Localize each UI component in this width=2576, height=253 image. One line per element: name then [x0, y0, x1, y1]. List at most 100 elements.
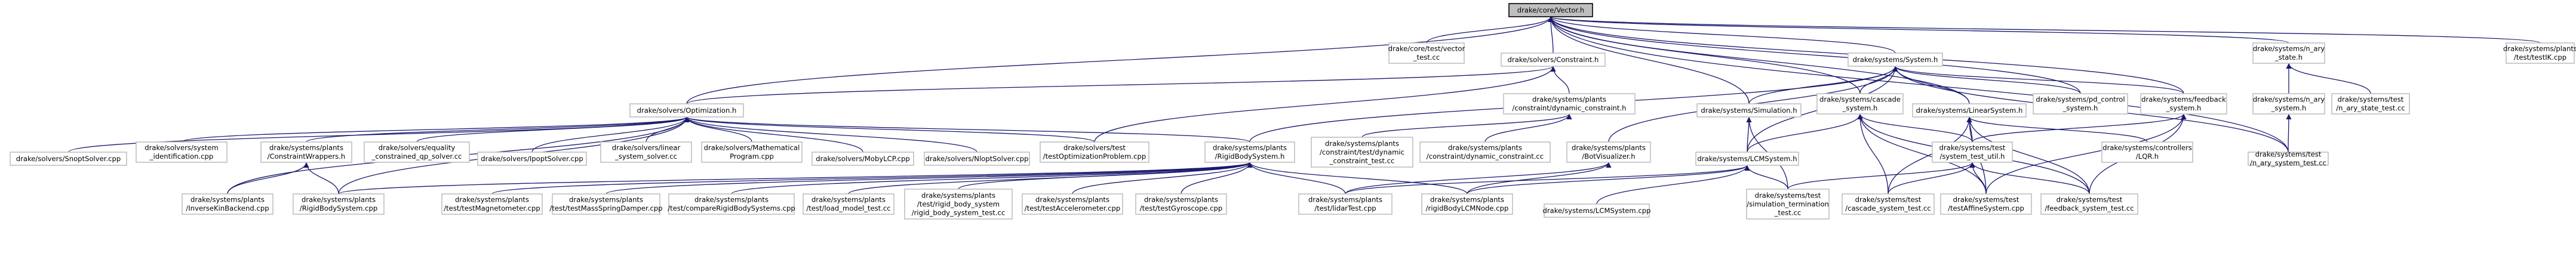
node-n-ary-system-test[interactable]: drake/systems/test/n_ary_system_test.cc [2248, 150, 2329, 168]
node-inverse-kin-backend[interactable]: drake/systems/plants/InverseKinBackend.c… [182, 193, 273, 215]
node-linear-system-solver[interactable]: drake/solvers/linear_system_solver.cc [600, 141, 692, 163]
node-rigid-body-system-cpp[interactable]: drake/systems/plants/RigidBodySystem.cpp [293, 193, 385, 215]
node-test-accelerometer[interactable]: drake/systems/plants/test/testAccelerome… [1022, 193, 1123, 215]
node-label-line: drake/systems/test [2255, 150, 2322, 159]
edge-constraint_wrappers-to-rigid_body_system_cpp [303, 162, 339, 195]
edge-system_test_util_h-to-simulation_termination_test [1787, 162, 1975, 190]
node-cascade-system-test[interactable]: drake/systems/test/cascade_system_test.c… [1842, 193, 1935, 215]
node-simulation-h[interactable]: drake/systems/Simulation.h [1696, 103, 1802, 118]
node-label-line: drake/systems/System.h [1853, 55, 1938, 64]
node-dynamic-constraint-test[interactable]: drake/systems/plants/constraint/test/dyn… [1311, 137, 1413, 168]
node-test-lidar[interactable]: drake/systems/plants/test/lidarTest.cpp [1298, 193, 1392, 215]
node-equality-qp[interactable]: drake/solvers/equality_constrained_qp_so… [364, 141, 470, 163]
node-system-test-util-h[interactable]: drake/systems/test/system_test_util.h [1932, 141, 2013, 163]
node-optimization-h[interactable]: drake/solvers/Optimization.h [629, 103, 744, 118]
node-n-ary-system-h[interactable]: drake/systems/n_ary_system.h [2252, 93, 2325, 115]
node-label-line: drake/systems/plants [1532, 95, 1606, 104]
node-feedback-system-test[interactable]: drake/systems/test/feedback_system_test.… [2040, 193, 2138, 215]
node-label-line: drake/core/Vector.h [1517, 6, 1585, 14]
node-label-line: /test/rigid_body_system [917, 200, 1000, 208]
node-system-h[interactable]: drake/systems/System.h [1848, 53, 1943, 67]
node-label-line: _system.h [2271, 104, 2307, 112]
edge-vector_h-to-n_ary_system_test [1548, 16, 2289, 153]
node-pd-control-h[interactable]: drake/systems/pd_control_system.h [2033, 93, 2128, 115]
node-ipopt-solver[interactable]: drake/solvers/IpoptSolver.cpp [477, 152, 587, 166]
edge-optimization_h-to-system_identification [181, 116, 690, 143]
node-test-gyroscope[interactable]: drake/systems/plants/test/testGyroscope.… [1135, 193, 1227, 215]
node-label-line: drake/systems/test [1953, 196, 2019, 204]
node-mobylcp[interactable]: drake/solvers/MobyLCP.cpp [811, 152, 914, 166]
edge-vector_h-to-n_ary_state_h [1548, 16, 2289, 44]
edge-rigid_body_system_h-to-rigid_body_lcm_node [1247, 162, 1468, 195]
edge-feedback_system_h-to-test_affine_system [1985, 113, 2187, 195]
node-nlopt-solver[interactable]: drake/solvers/NloptSolver.cpp [924, 152, 1030, 166]
node-label-line: /test/load_model_test.cc [806, 204, 890, 212]
node-rigid-body-lcm-node[interactable]: drake/systems/plants/rigidBodyLCMNode.cp… [1421, 193, 1513, 215]
node-constraint-wrappers[interactable]: drake/systems/plants/ConstraintWrappers.… [260, 141, 352, 163]
node-label-line: /n_ary_state_test.cc [2336, 104, 2405, 112]
node-label-line: /RigidBodySystem.cpp [300, 204, 377, 212]
edge-vector_h-to-core_test_vector [1426, 16, 1554, 44]
node-rigid-body-system-test[interactable]: drake/systems/plants/test/rigid_body_sys… [904, 189, 1013, 220]
node-snopt-solver[interactable]: drake/solvers/SnoptSolver.cpp [10, 152, 127, 166]
node-box [1135, 193, 1227, 215]
node-box [2331, 93, 2410, 115]
node-box [10, 152, 127, 166]
node-label-line: drake/systems/plants [694, 196, 769, 204]
node-compare-rigid-body-systems[interactable]: drake/systems/plants/test/compareRigidBo… [668, 193, 795, 215]
node-box [629, 103, 744, 118]
node-label-line: drake/solvers/system [145, 144, 219, 152]
node-box [1022, 193, 1123, 215]
node-box [1848, 53, 1943, 67]
node-testrbc[interactable]: drake/systems/plants/test/testIK.cpp [2503, 42, 2576, 64]
edge-optimization_h-to-test_optimization_problem [684, 116, 1095, 143]
node-simulation-termination-test[interactable]: drake/systems/test/simulation_terminatio… [1746, 189, 1830, 220]
node-lcm-system-h[interactable]: drake/systems/LCMSystem.h [1695, 152, 1799, 166]
node-label-line: drake/systems/plants [455, 196, 529, 204]
node-constraint-h[interactable]: drake/solvers/Constraint.h [1501, 53, 1606, 67]
node-label-line: drake/systems/plants [811, 196, 886, 204]
node-cascade-system-h[interactable]: drake/systems/cascade_system.h [1816, 93, 1904, 115]
node-label-line: _constrained_qp_solver.cc [371, 152, 462, 161]
edge-system_test_util_h-to-test_affine_system [1969, 162, 1987, 195]
node-load-model-test[interactable]: drake/systems/plants/test/load_model_tes… [803, 193, 894, 215]
node-test-affine-system[interactable]: drake/systems/test/testAffineSystem.cpp [1940, 193, 2032, 215]
edge-vector_h-to-simulation_h [1548, 16, 1750, 104]
node-test-magnetometer[interactable]: drake/systems/plants/test/testMagnetomet… [441, 193, 543, 215]
node-test-mass-spring-damper[interactable]: drake/systems/plants/test/testMassSpring… [549, 193, 663, 215]
node-box [924, 152, 1030, 166]
node-box [2140, 93, 2227, 115]
node-box [1503, 93, 1636, 115]
node-controllers-lqr[interactable]: drake/systems/controllers/LQR.h [2101, 141, 2193, 163]
node-n-ary-state-h[interactable]: drake/systems/n_ary_state.h [2252, 42, 2325, 64]
node-system-identification[interactable]: drake/solvers/system_identification.cpp [136, 141, 228, 163]
node-n-ary-state-test[interactable]: drake/systems/test/n_ary_state_test.cc [2331, 93, 2410, 115]
edge-optimization_h-to-rigid_body_system_h [684, 116, 1250, 143]
edge-rigid_body_system_h-to-test_accelerometer [1072, 162, 1253, 195]
node-label-line: drake/solvers/MobyLCP.cpp [816, 155, 909, 163]
node-label-line: /testAffineSystem.cpp [1948, 204, 2024, 212]
node-dynamic-constraint-h[interactable]: drake/systems/plants/constraint/dynamic_… [1503, 93, 1636, 115]
node-box [1842, 193, 1935, 215]
node-bot-visualizer-h[interactable]: drake/systems/plants/BotVisualizer.h [1566, 141, 1651, 163]
node-label-line: _system.h [1842, 104, 1878, 112]
node-lcm-system-cpp[interactable]: drake/systems/LCMSystem.cpp [1543, 203, 1651, 218]
node-label-line: drake/systems/plants [921, 191, 995, 199]
node-label-line: _system_solver.cc [614, 152, 677, 161]
edge-lcm_system_h-to-simulation_termination_test [1744, 165, 1788, 190]
node-vector-h[interactable]: drake/core/Vector.h [1508, 3, 1593, 17]
node-test-optimization-problem[interactable]: drake/solvers/test/testOptimizationProbl… [1040, 141, 1149, 163]
node-box [2033, 93, 2128, 115]
node-label-line: drake/systems/plants [2503, 45, 2576, 53]
node-feedback-system-h[interactable]: drake/systems/feedback_system.h [2140, 93, 2227, 115]
node-rigid-body-system-h[interactable]: drake/systems/plants/RigidBodySystem.h [1204, 141, 1295, 163]
edge-constraint_wrappers-to-inverse_kin_backend [227, 162, 309, 195]
node-box [1696, 103, 1802, 118]
node-label-line: drake/solvers/Optimization.h [637, 106, 737, 115]
node-dynamic-constraint-cc[interactable]: drake/systems/plants/constraint/dynamic_… [1419, 141, 1551, 163]
node-box [260, 141, 352, 163]
node-core-test-vector[interactable]: drake/core/test/vector_test.cc [1388, 42, 1465, 64]
node-linear-system-h[interactable]: drake/systems/LinearSystem.h [1912, 103, 2027, 118]
node-label-line: /feedback_system_test.cc [2045, 204, 2134, 212]
